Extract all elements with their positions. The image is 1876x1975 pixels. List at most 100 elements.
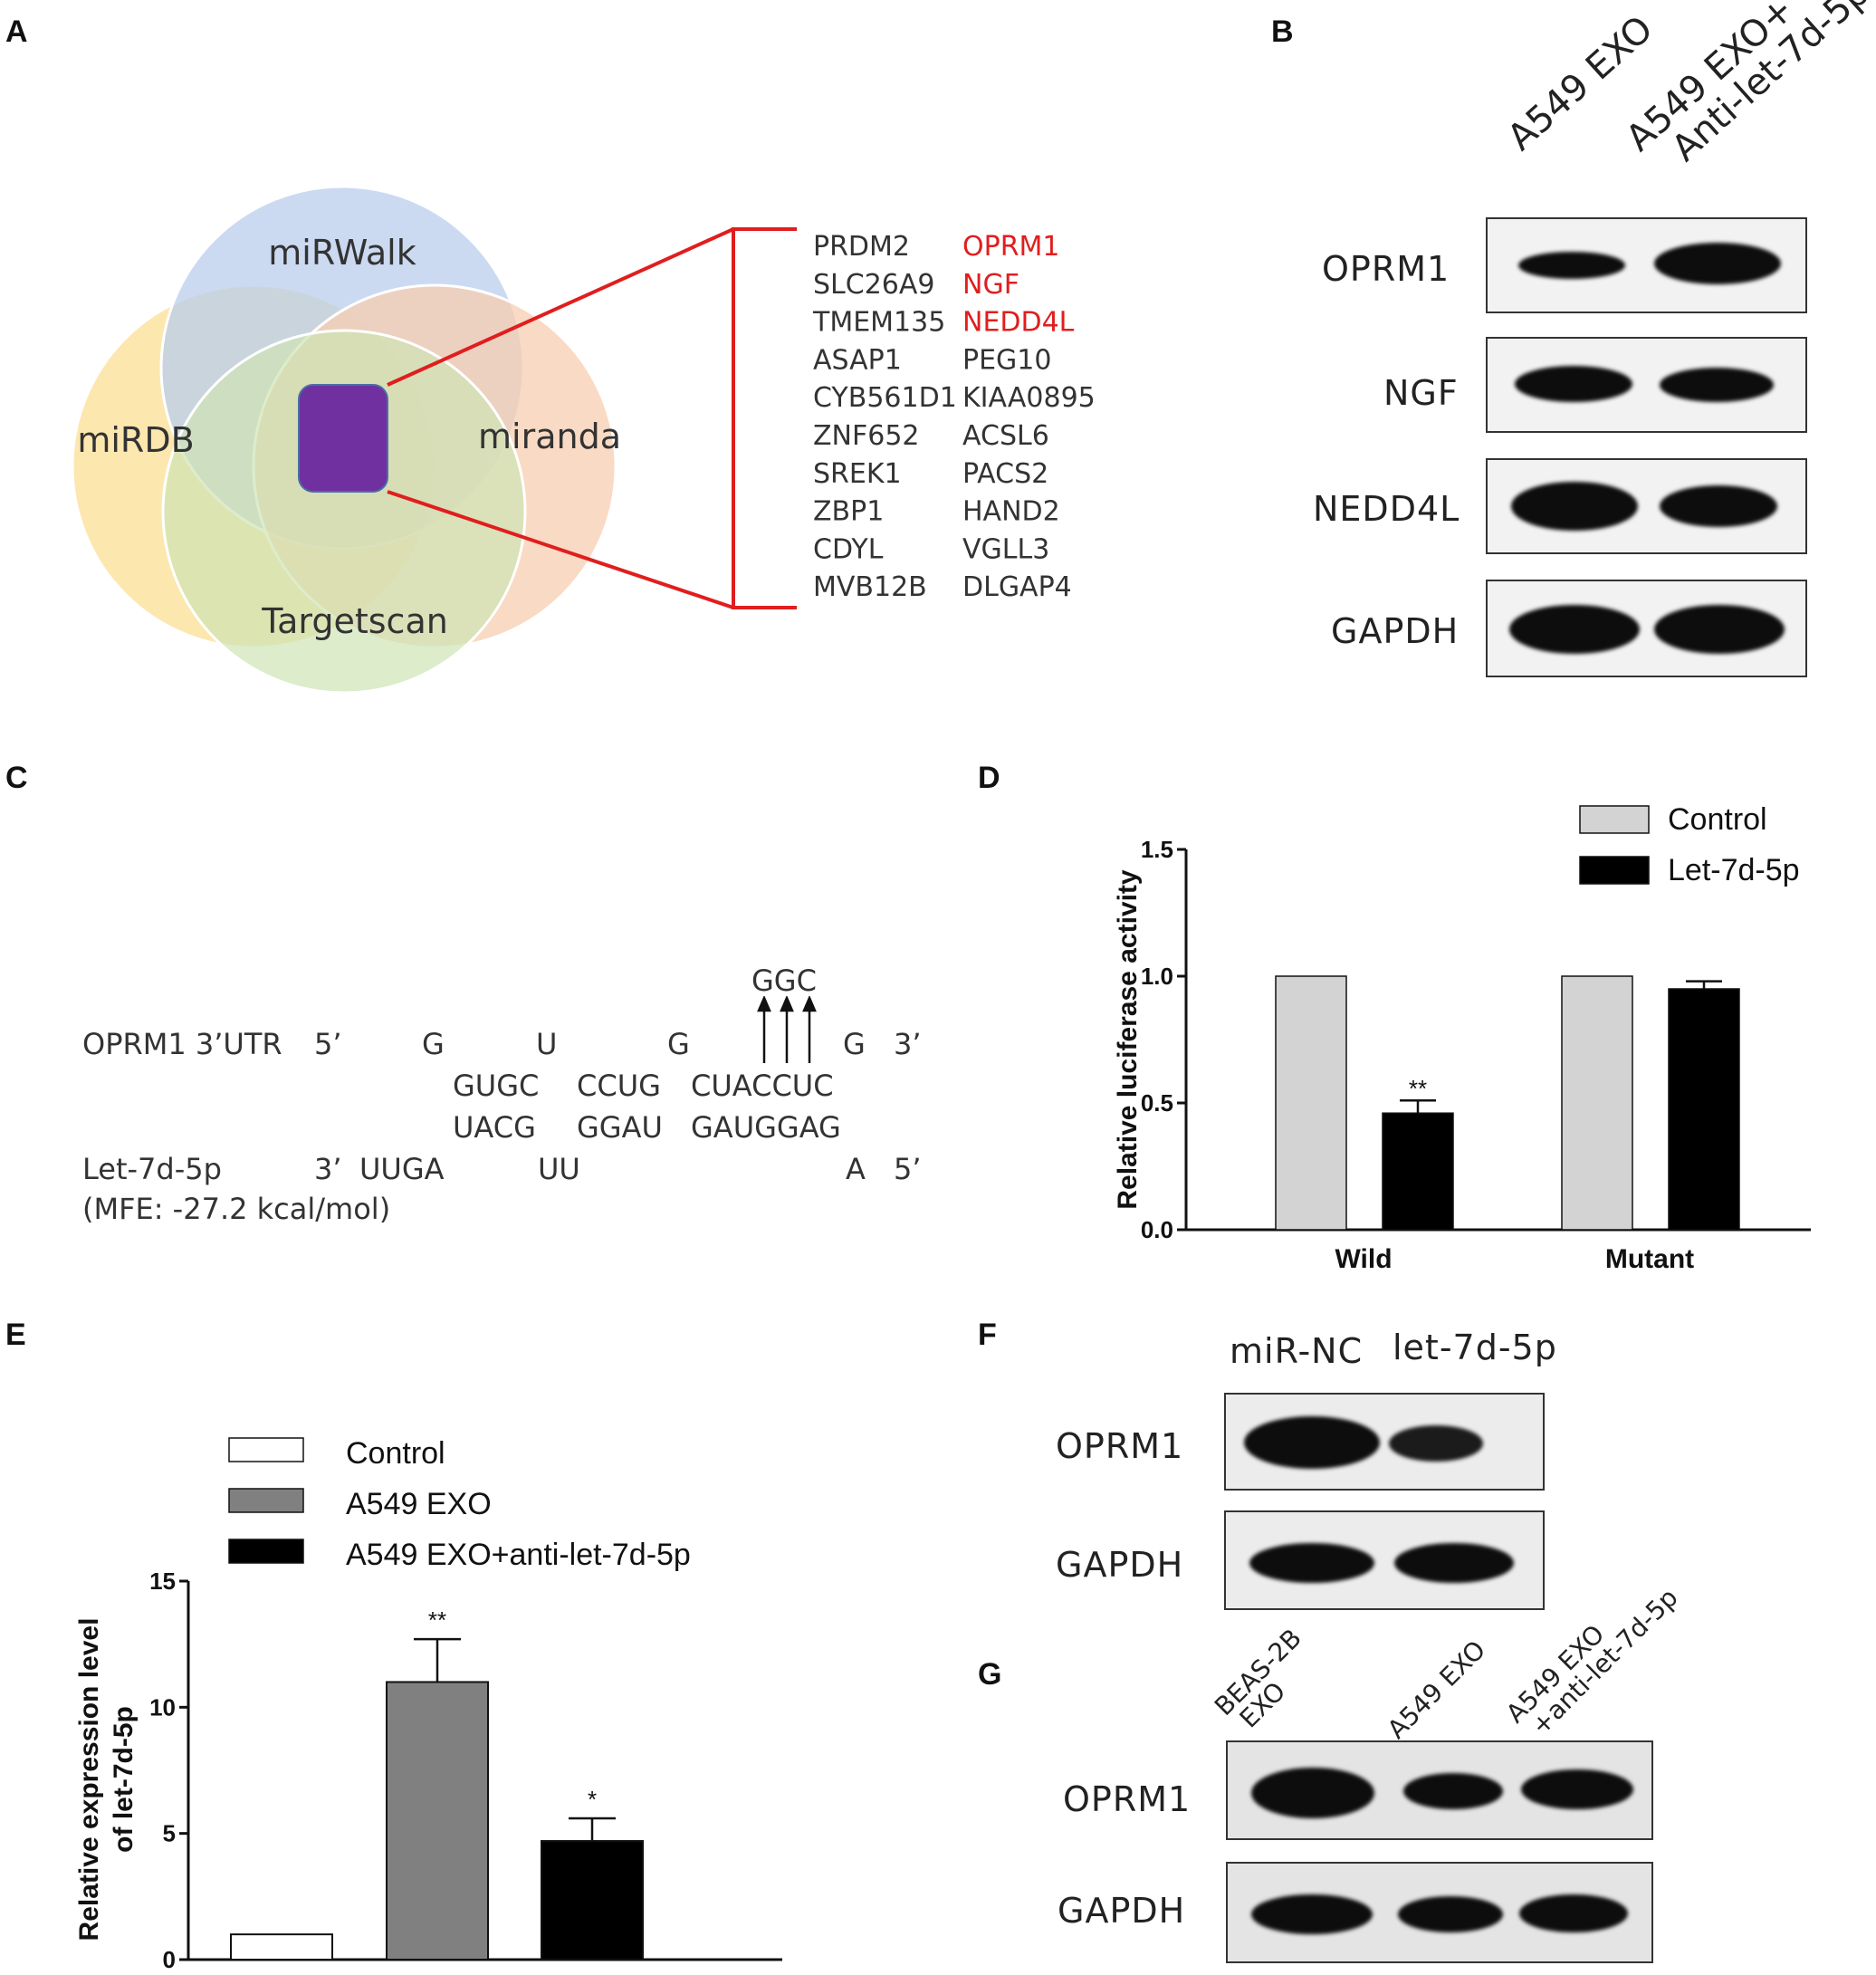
blot-f-label-oprm1: OPRM1 — [1056, 1426, 1184, 1466]
blot-g-label-oprm1: OPRM1 — [1063, 1779, 1192, 1819]
venn-label-mirwalk: miRWalk — [268, 233, 416, 273]
gene-label: ZBP1 — [813, 496, 884, 528]
gene-label: PEG10 — [962, 344, 1051, 376]
blot-f-lane-2: let-7d-5p — [1393, 1328, 1557, 1367]
band — [1521, 1769, 1633, 1809]
top-unpaired-2: U — [536, 1027, 558, 1061]
legend-label: Control — [346, 1436, 445, 1471]
bar-a549-exo-anti-let-7d-5p — [541, 1840, 644, 1961]
band — [1660, 368, 1774, 402]
band — [1244, 1416, 1380, 1469]
y-axis-title-line2: of let-7d-5p — [109, 1706, 139, 1853]
gene-label: KIAA0895 — [962, 382, 1096, 414]
gene-label-highlighted: NGF — [962, 269, 1019, 301]
paired-bottom-1: UACG — [453, 1110, 536, 1145]
venn-circle-targetscan — [161, 329, 527, 695]
blot-b-label-nedd4l: NEDD4L — [1313, 489, 1460, 529]
band — [1519, 1894, 1628, 1932]
blot-b-label-ngf: NGF — [1383, 373, 1459, 413]
y-axis-title-line1: Relative expression level — [74, 1618, 104, 1941]
legend-swatch — [228, 1437, 304, 1462]
paired-bottom-2: GGAU — [577, 1110, 663, 1145]
gene-list-col1: PRDM2SLC26A9TMEM135ASAP1CYB561D1ZNF652SR… — [812, 231, 957, 603]
legend-swatch — [1579, 856, 1650, 885]
significance-mark: ** — [1409, 1075, 1427, 1102]
band — [1518, 252, 1625, 279]
y-tick-label: 5 — [163, 1820, 176, 1847]
band — [1251, 1894, 1373, 1934]
gene-list-col2: OPRM1NGFNEDD4LPEG10KIAA0895ACSL6PACS2HAN… — [962, 231, 1096, 603]
panel-label-e: E — [5, 1318, 26, 1352]
band — [1660, 485, 1777, 527]
oprm1-utr-label: OPRM1 3’UTR — [82, 1027, 282, 1061]
blot-b-strip-nedd4l — [1486, 458, 1807, 554]
band — [1515, 366, 1632, 402]
top-unpaired-4: G — [843, 1027, 866, 1061]
blot-b-strip-oprm1 — [1486, 217, 1807, 313]
band — [1403, 1773, 1503, 1809]
top-unpaired-1: G — [422, 1027, 445, 1061]
gene-label: TMEM135 — [812, 307, 945, 339]
paired-bottom-3: GAUGGAG — [691, 1110, 841, 1145]
blot-g-label-gapdh: GAPDH — [1058, 1891, 1186, 1931]
let7d-label: Let-7d-5p — [82, 1152, 222, 1186]
paired-top-3: CUACCUC — [691, 1069, 834, 1103]
panel-label-b: B — [1271, 14, 1294, 49]
gene-label: ZNF652 — [813, 420, 920, 452]
venn-label-mirdb: miRDB — [77, 420, 194, 460]
blot-g-lane-2: A549 EXO — [1381, 1635, 1492, 1745]
blot-g-lane-1: BEAS-2B EXO — [1209, 1623, 1325, 1740]
gene-bracket — [732, 227, 797, 609]
blot-b-strip-ngf — [1486, 337, 1807, 433]
venn-label-miranda: miranda — [478, 417, 621, 456]
band — [1251, 1768, 1374, 1818]
blot-b-label-gapdh: GAPDH — [1331, 611, 1460, 651]
panel-label-f: F — [978, 1318, 997, 1352]
gene-label: ACSL6 — [962, 420, 1049, 452]
top-3prime: 3’ — [894, 1027, 922, 1061]
significance-mark: ** — [428, 1606, 446, 1634]
gene-label-highlighted: NEDD4L — [962, 307, 1075, 339]
venn-diagram: miRWalk miRDB miranda Targetscan PRDM2SL… — [71, 185, 1096, 695]
legend-swatch — [228, 1539, 304, 1564]
y-tick-label: 0 — [163, 1946, 176, 1973]
panel-label-a: A — [5, 14, 28, 49]
blot-b-lane-2: A549 EXO+ Anti-let-7d-5p — [1618, 0, 1876, 187]
blot-f-strip-oprm1 — [1224, 1393, 1545, 1491]
gene-label: PRDM2 — [813, 231, 910, 263]
bottom-unpaired-3: A — [846, 1152, 866, 1186]
bar-a549-exo — [386, 1681, 489, 1961]
connector-line-top — [387, 227, 734, 387]
bottom-3prime: 3’ — [314, 1152, 342, 1186]
panel-label-g: G — [978, 1657, 1002, 1692]
band — [1654, 243, 1781, 284]
top-5prime: 5’ — [314, 1027, 342, 1061]
blot-b-strip-gapdh — [1486, 580, 1807, 677]
legend-label: Let-7d-5p — [1668, 853, 1800, 887]
venn-overlap-box — [298, 384, 388, 493]
gene-label: PACS2 — [962, 458, 1048, 490]
panel-label-d: D — [978, 761, 1000, 795]
mfe-text: (MFE: -27.2 kcal/mol) — [82, 1192, 391, 1226]
gene-label: CDYL — [813, 533, 884, 565]
legend-label: Control — [1668, 802, 1767, 837]
blot-f-strip-gapdh — [1224, 1510, 1545, 1610]
bar-let-7d-5p-wild — [1382, 1112, 1454, 1231]
gene-label-highlighted: OPRM1 — [962, 231, 1060, 263]
top-unpaired-3: G — [667, 1027, 690, 1061]
legend-swatch — [1579, 805, 1650, 834]
bar-control — [230, 1933, 333, 1961]
gene-label: MVB12B — [813, 571, 927, 603]
band — [1654, 605, 1785, 654]
gene-label: ASAP1 — [813, 344, 902, 376]
band — [1398, 1896, 1503, 1932]
band — [1509, 605, 1640, 654]
connector-line-bottom — [387, 490, 734, 609]
gene-label: DLGAP4 — [962, 571, 1072, 603]
blot-f-lane-1: miR-NC — [1230, 1331, 1364, 1371]
y-tick-label: 15 — [149, 1568, 176, 1595]
y-axis-title: Relative luciferase activity — [1113, 869, 1143, 1210]
blot-g-strip-gapdh — [1226, 1862, 1653, 1963]
